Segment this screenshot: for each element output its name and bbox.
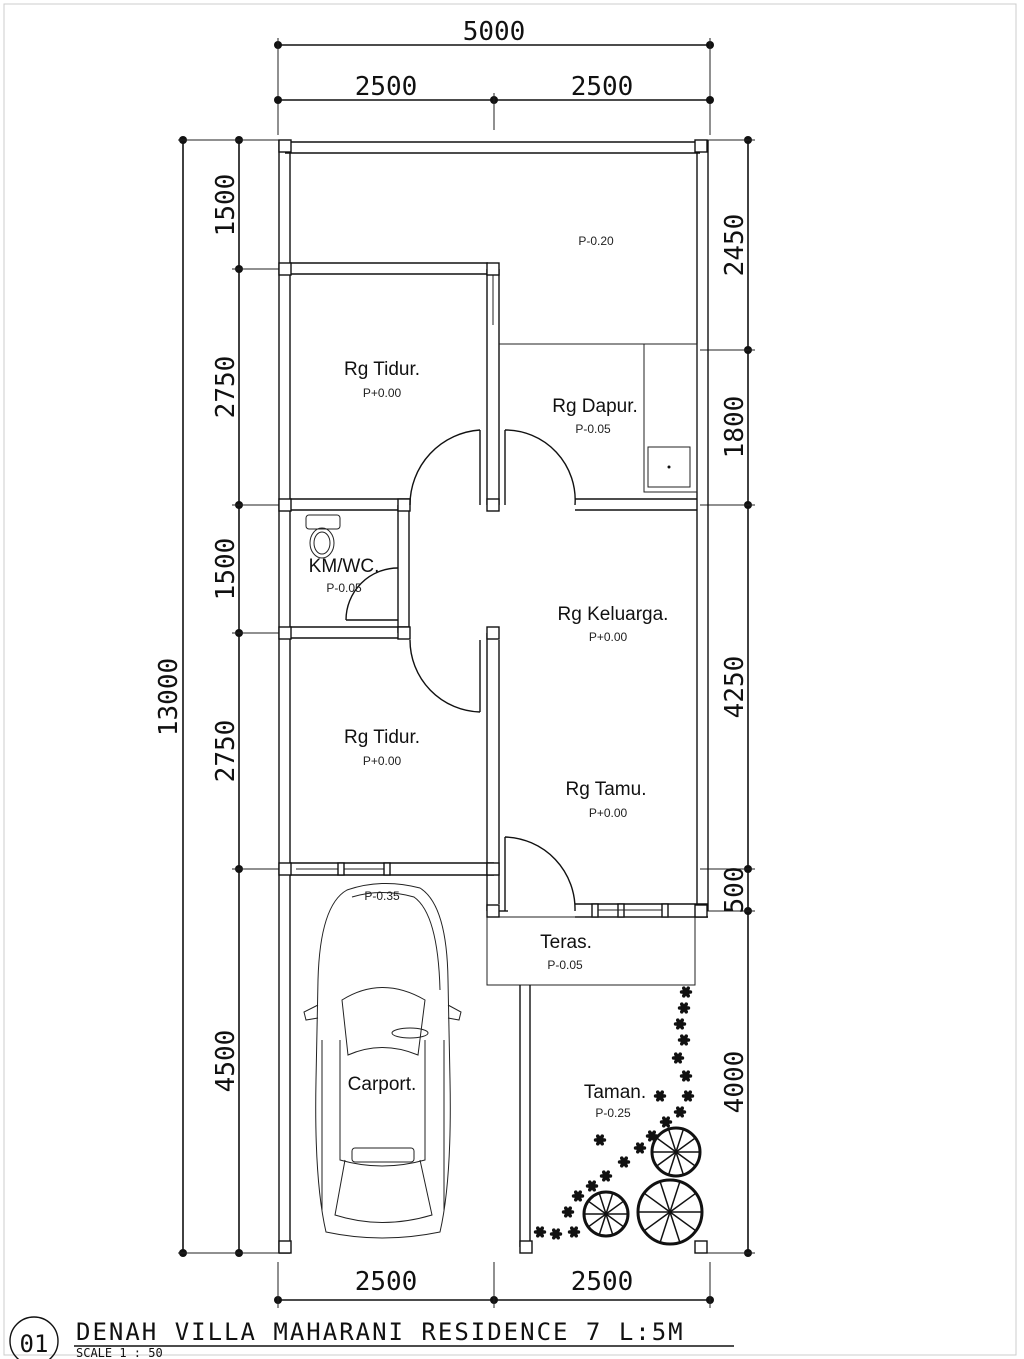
dim-right-4: 500 (720, 867, 750, 914)
room-dapur-level: P-0.05 (575, 422, 611, 436)
top-room-level: P-0.20 (578, 234, 614, 248)
dim-right-3: 4250 (720, 656, 750, 719)
room-keluarga-name: Rg Keluarga. (558, 604, 669, 625)
toilet-icon (305, 514, 341, 559)
room-tidur-1-level: P+0.00 (363, 386, 402, 400)
room-tidur-2-level: P+0.00 (363, 754, 402, 768)
drawing-scale: SCALE 1 : 50 (76, 1346, 163, 1359)
carport-name: Carport. (348, 1074, 417, 1095)
room-tidur-2-name: Rg Tidur. (344, 727, 420, 748)
taman-name: Taman. (584, 1082, 646, 1103)
carport-level: P-0.35 (364, 889, 400, 903)
title-number-circle (9, 1316, 59, 1359)
dim-left-total: 13000 (154, 658, 184, 736)
dim-top-total: 5000 (463, 17, 526, 47)
teras-name: Teras. (540, 932, 592, 953)
doors (345, 429, 576, 912)
room-keluarga-level: P+0.00 (589, 630, 628, 644)
dim-left-3: 1500 (211, 538, 241, 601)
taman-level: P-0.25 (595, 1106, 631, 1120)
title-number: 01 (20, 1330, 49, 1358)
columns (278, 139, 708, 1254)
room-tidur-1-name: Rg Tidur. (344, 359, 420, 380)
page-frame (3, 3, 1017, 1356)
room-kmwc-level: P-0.05 (326, 581, 362, 595)
room-dapur-name: Rg Dapur. (552, 396, 638, 417)
dim-left-1: 1500 (211, 174, 241, 237)
dim-bottom-left: 2500 (355, 1267, 418, 1297)
room-tamu-level: P+0.00 (589, 806, 628, 820)
dimension-lines (178, 38, 755, 1308)
walls (278, 140, 709, 1254)
drawing-title: DENAH VILLA MAHARANI RESIDENCE 7 L:5M (76, 1318, 685, 1346)
car-icon (303, 882, 462, 1239)
dim-top-left: 2500 (355, 72, 418, 102)
dim-right-5: 4000 (720, 1051, 750, 1114)
teras-level: P-0.05 (547, 958, 583, 972)
dim-top-right: 2500 (571, 72, 634, 102)
room-tamu-name: Rg Tamu. (566, 779, 647, 800)
dim-left-2: 2750 (211, 356, 241, 419)
dim-right-1: 2450 (720, 214, 750, 277)
plants-icon (533, 986, 704, 1246)
dim-left-5: 4500 (211, 1030, 241, 1093)
dim-bottom-right: 2500 (571, 1267, 634, 1297)
dim-right-2: 1800 (720, 396, 750, 459)
room-kmwc-name: KM/WC. (309, 556, 380, 577)
dim-left-4: 2750 (211, 720, 241, 783)
